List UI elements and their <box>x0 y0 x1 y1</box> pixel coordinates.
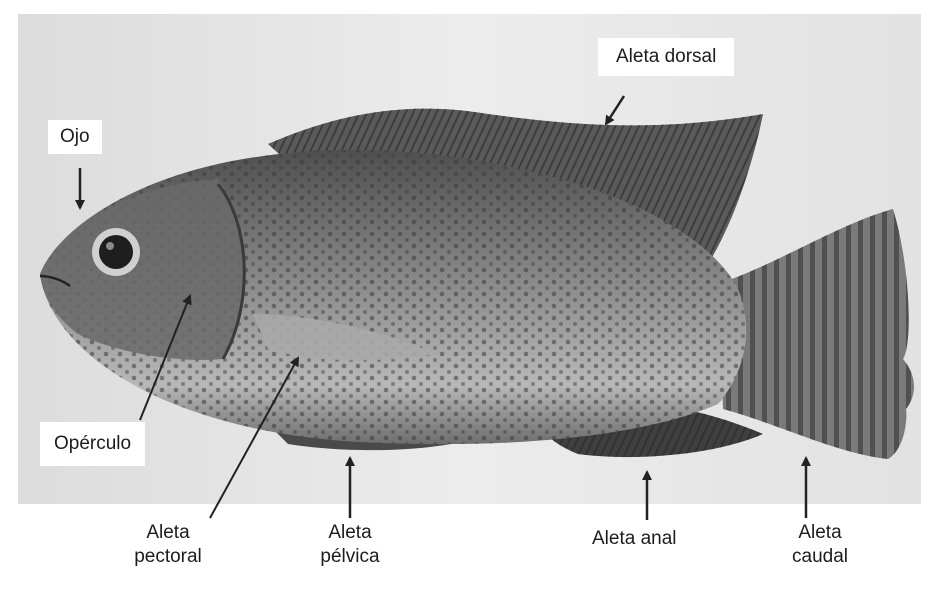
label-aleta-caudal-line1: Aleta <box>770 521 870 545</box>
label-aleta-pectoral-line2: pectoral <box>118 545 218 569</box>
label-aleta-pelvica-line2: pélvica <box>300 545 400 569</box>
label-aleta-pectoral: Aleta pectoral <box>118 521 218 569</box>
fish-photo <box>18 14 921 504</box>
label-aleta-caudal: Aleta caudal <box>770 521 870 569</box>
label-aleta-anal: Aleta anal <box>592 527 677 551</box>
label-operculo-text: Opérculo <box>54 432 131 456</box>
label-aleta-pelvica: Aleta pélvica <box>300 521 400 569</box>
label-ojo-text: Ojo <box>60 125 90 149</box>
label-aleta-pelvica-line1: Aleta <box>300 521 400 545</box>
label-aleta-pectoral-line1: Aleta <box>118 521 218 545</box>
label-aleta-dorsal-text: Aleta dorsal <box>616 45 716 69</box>
label-aleta-caudal-line2: caudal <box>770 545 870 569</box>
label-aleta-anal-text: Aleta anal <box>592 527 677 551</box>
label-operculo: Opérculo <box>40 422 145 466</box>
label-ojo: Ojo <box>48 120 102 154</box>
label-aleta-dorsal: Aleta dorsal <box>598 38 734 76</box>
